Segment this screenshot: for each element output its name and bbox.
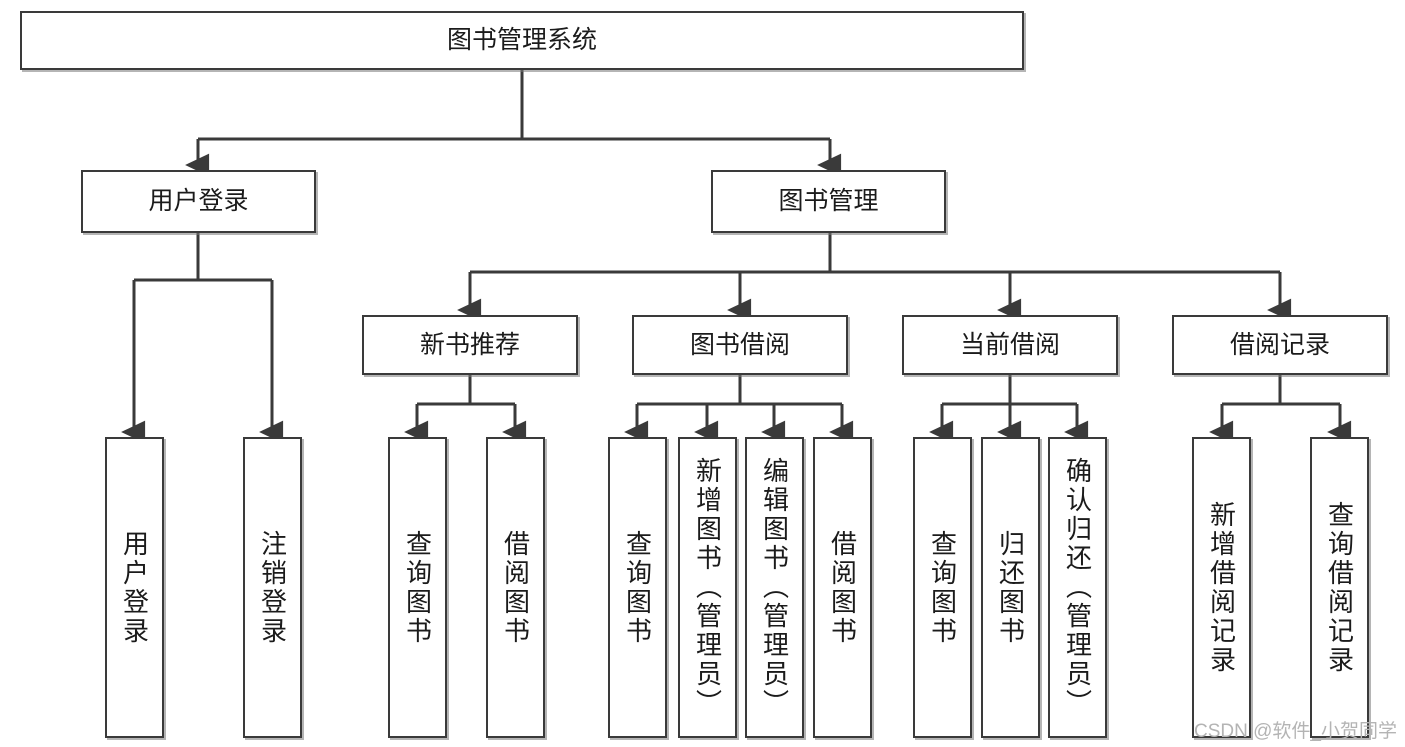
node-label: 新书推荐 (419, 330, 520, 359)
node-label: 图书管理 (778, 187, 879, 216)
node-label: 新增借阅记录 (1206, 500, 1237, 675)
leaf-book-borrow-edit[interactable]: 编辑图书（管理员） (745, 437, 804, 738)
leaf-user-login-logout[interactable]: 注销登录 (243, 437, 302, 738)
node-label: 借阅图书 (827, 529, 858, 646)
leaf-current-borrow-query[interactable]: 查询图书 (913, 437, 972, 738)
node-user-login[interactable]: 用户登录 (81, 170, 316, 233)
node-label: 查询借阅记录 (1324, 500, 1355, 675)
node-label: 查询图书 (927, 529, 958, 646)
leaf-borrow-record-add[interactable]: 新增借阅记录 (1192, 437, 1251, 738)
node-label: 新增图书（管理员） (692, 457, 723, 718)
node-label: 查询图书 (622, 529, 653, 646)
node-label: 归还图书 (995, 529, 1026, 646)
node-label: 用户登录 (148, 187, 249, 216)
leaf-new-book-query[interactable]: 查询图书 (388, 437, 447, 738)
leaf-user-login-login[interactable]: 用户登录 (105, 437, 164, 738)
node-label: 确认归还（管理员） (1062, 457, 1093, 718)
node-label: 图书管理系统 (446, 26, 597, 55)
node-label: 查询图书 (402, 529, 433, 646)
node-label: 借阅记录 (1229, 330, 1330, 359)
leaf-book-borrow-add[interactable]: 新增图书（管理员） (678, 437, 737, 738)
node-label: 图书借阅 (689, 330, 790, 359)
leaf-current-borrow-return[interactable]: 归还图书 (981, 437, 1040, 738)
node-current-borrow[interactable]: 当前借阅 (902, 315, 1118, 375)
node-new-book-recommend[interactable]: 新书推荐 (362, 315, 578, 375)
csdn-watermark: CSDN @软件_小贺同学 (1194, 721, 1397, 742)
node-root-library-system[interactable]: 图书管理系统 (20, 11, 1024, 70)
node-book-borrow[interactable]: 图书借阅 (632, 315, 848, 375)
leaf-current-borrow-confirm-return[interactable]: 确认归还（管理员） (1048, 437, 1107, 738)
node-label: 借阅图书 (500, 529, 531, 646)
node-label: 注销登录 (257, 529, 288, 646)
node-label: 编辑图书（管理员） (759, 457, 790, 718)
leaf-book-borrow-borrow[interactable]: 借阅图书 (813, 437, 872, 738)
leaf-new-book-borrow[interactable]: 借阅图书 (486, 437, 545, 738)
node-book-management[interactable]: 图书管理 (711, 170, 946, 233)
node-label: 用户登录 (119, 529, 150, 646)
leaf-borrow-record-query[interactable]: 查询借阅记录 (1310, 437, 1369, 738)
leaf-book-borrow-query[interactable]: 查询图书 (608, 437, 667, 738)
node-label: 当前借阅 (959, 330, 1060, 359)
node-borrow-record[interactable]: 借阅记录 (1172, 315, 1388, 375)
